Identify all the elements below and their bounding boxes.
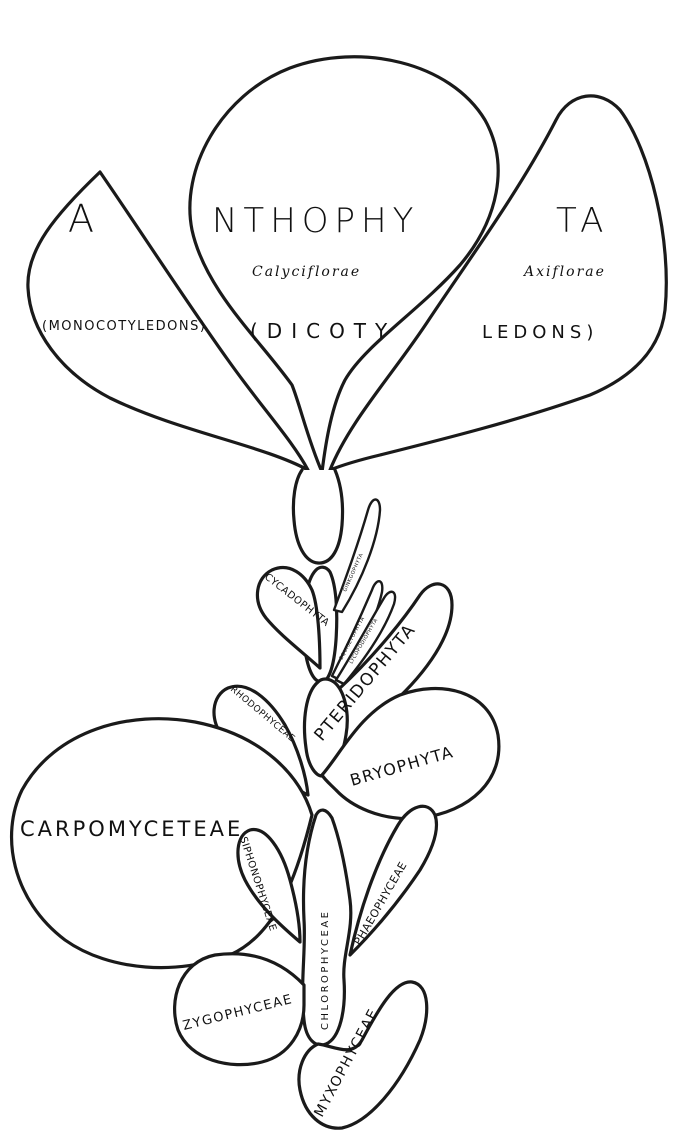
anthophyta-letters-ta: TA	[556, 201, 609, 241]
dicoty-label: (DICOTY	[250, 319, 396, 343]
calyciflorae-label: Calyciflorae	[252, 264, 361, 280]
chlorophyceae-label: CHLOROPHYCEAE	[320, 910, 331, 1030]
carpomyceteae-label: CARPOMYCETEAE	[20, 817, 243, 841]
axiflorae-label: Axiflorae	[522, 264, 606, 280]
anthophyta-stem	[293, 470, 342, 563]
anthophyta-letter-a: A	[68, 197, 100, 241]
ledons-label: LEDONS)	[482, 322, 598, 343]
monocotyledons-label: (MONOCOTYLEDONS)	[42, 319, 206, 334]
anthophyta-letters-nthophy: NTHOPHY	[212, 201, 419, 241]
